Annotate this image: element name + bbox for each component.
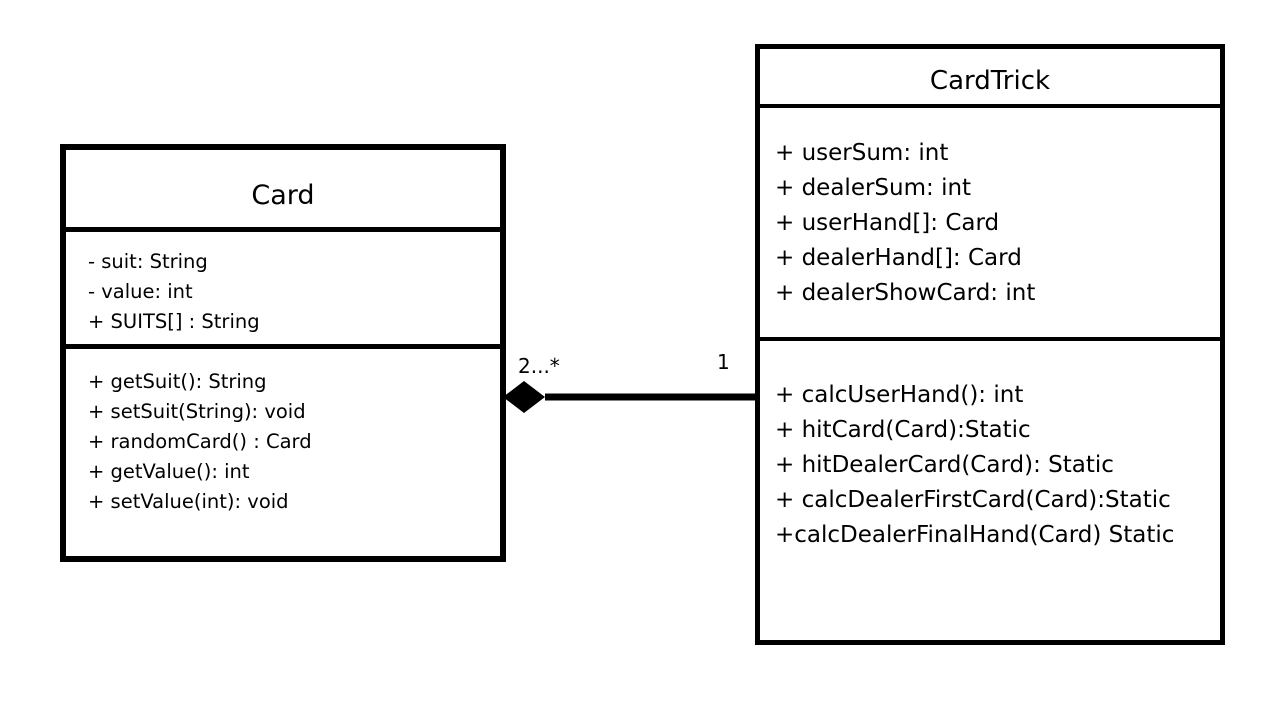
operations-section: + calcUserHand(): int + hitCard(Card):St…: [760, 341, 1220, 640]
operation: + getSuit(): String: [88, 370, 267, 393]
composition-diamond-icon: [503, 381, 545, 413]
class-box-cardtrick: CardTrick + userSum: int + dealerSum: in…: [755, 44, 1225, 645]
operation: +calcDealerFinalHand(Card) Static: [775, 522, 1175, 548]
class-box-card: Card - suit: String - value: int + SUITS…: [60, 144, 506, 562]
attribute: - value: int: [88, 280, 193, 303]
class-name-section: CardTrick: [760, 49, 1220, 108]
attribute: + dealerShowCard: int: [775, 280, 1036, 306]
attribute: + userSum: int: [775, 140, 949, 166]
multiplicity-cardtrick-end: 1: [717, 350, 730, 374]
multiplicity-card-end: 2...*: [518, 354, 560, 378]
attribute: + dealerSum: int: [775, 175, 972, 201]
attribute: + SUITS[] : String: [88, 310, 260, 333]
operation: + getValue(): int: [88, 460, 250, 483]
operation: + hitDealerCard(Card): Static: [775, 452, 1114, 478]
operation: + setValue(int): void: [88, 490, 289, 513]
class-name: CardTrick: [929, 66, 1051, 96]
operation: + hitCard(Card):Static: [775, 417, 1031, 443]
class-name: Card: [251, 180, 315, 211]
operation: + setSuit(String): void: [88, 400, 306, 423]
attribute: + dealerHand[]: Card: [775, 245, 1022, 271]
attribute: + userHand[]: Card: [775, 210, 1000, 236]
attributes-section: - suit: String - value: int + SUITS[] : …: [66, 232, 500, 349]
attribute: - suit: String: [88, 250, 208, 273]
operations-section: + getSuit(): String + setSuit(String): v…: [66, 349, 500, 556]
operation: + calcDealerFirstCard(Card):Static: [775, 487, 1171, 513]
attributes-section: + userSum: int + dealerSum: int + userHa…: [760, 108, 1220, 341]
operation: + calcUserHand(): int: [775, 382, 1024, 408]
operation: + randomCard() : Card: [88, 430, 312, 453]
class-name-section: Card: [66, 150, 500, 232]
